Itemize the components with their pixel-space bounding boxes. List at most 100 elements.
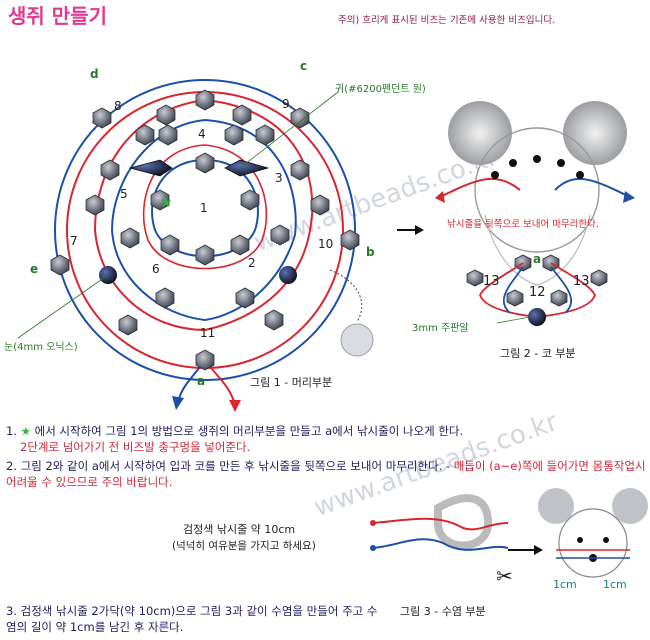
step-warning: 매듭이 (a~e)쪽에 들어가면 몸통작업시 어려울 수 있으므로 주의 바랍니… [6,459,646,489]
bead [120,227,140,249]
ear [538,488,574,524]
point-label: a [197,374,205,388]
eye-onyx [279,266,297,284]
bead [264,309,284,331]
bead-loop [434,494,493,550]
ear-pendant [224,159,270,177]
point-label: b [366,245,375,259]
nose-label: 3mm 주판알 [412,322,469,334]
segment-label: 9 [282,97,290,111]
nose-bead [528,308,546,326]
bead [195,89,215,111]
thread-blue [554,177,631,198]
nose-callout-line [496,316,531,324]
thread-label: 검정색 낚시줄 약 10cm [183,523,296,536]
head-outline [474,127,600,253]
segment-label: 12 [529,285,546,300]
ear-pendant [563,101,627,165]
figure-1-diagram: ★ 1 2 3 4 5 6 7 8 9 10 11 a b c d e 귀(#6… [4,59,426,412]
bead [235,287,255,309]
measure-label: 1cm [553,578,577,591]
segment-label: 7 [70,234,78,248]
point-label: d [90,67,99,81]
ear-callout-line [239,91,339,169]
bead [156,104,176,126]
arrow-blue [623,191,635,203]
head-outline [558,508,628,578]
segment-label: 3 [275,171,283,185]
bead [340,229,360,251]
bead [240,189,260,211]
bead [290,159,310,181]
segment-label: 2 [248,256,256,270]
segment-label: 8 [114,99,122,113]
bead [255,124,275,146]
bead [100,159,120,181]
next-arrow [397,225,424,235]
step-3: 3. 검정색 낚시줄 2가닥(약 10cm)으로 그림 3과 같이 수염을 만들… [6,603,386,635]
start-star-icon: ★ [160,195,173,211]
segment-label: 13 [573,274,590,289]
segment-label: 11 [200,326,215,340]
segment-label: 10 [318,237,333,251]
bead [195,349,215,371]
eye-label: 눈(4mm 오닉스) [4,341,78,353]
bead [230,234,250,256]
bead [150,189,170,211]
step-number: 2. [6,459,17,473]
bead [155,287,175,309]
outer-thread-blue [54,79,356,381]
bead [290,107,310,129]
eye-callout-line [17,274,109,339]
figure-3-caption: 그림 3 - 수염 부분 [400,605,486,618]
thread-red [372,517,509,531]
bead [195,244,215,266]
bead-ring [50,89,360,371]
scissors-icon: ✂ [496,564,513,588]
start-star-icon: ★ [20,424,31,438]
step-1: 1. ★ 에서 시작하여 그림 1의 방법으로 생쥐의 머리부분을 만들고 a에… [6,423,646,455]
point-label: a [533,252,541,266]
segment-label: 5 [120,187,128,201]
thread-red [439,177,521,198]
point-label: c [300,59,307,73]
figure-1-caption: 그림 1 - 머리부분 [250,376,333,389]
segment-label: 6 [152,262,160,276]
bead-cluster [340,323,374,357]
nose-outline [484,214,591,286]
bead [118,314,138,336]
bead [160,234,180,256]
bead [310,194,330,216]
bead [195,152,215,174]
bead [50,254,70,276]
thread-blue [372,538,509,551]
step-text: 에서 시작하여 그림 1의 방법으로 생쥐의 머리부분을 만들고 a에서 낚시줄… [34,424,464,438]
step-subtext: 2단계로 넘어가기 전 비즈발 충구멍을 넣어준다. [20,440,251,454]
bead [270,224,290,246]
ear-pendant [128,159,173,177]
ear-pendant [448,101,512,165]
figure-2-caption: 그림 2 - 코 부분 [500,347,576,360]
figure-3-diagram: ✂ 1cm 1cm [370,488,648,591]
segment-label: 4 [198,127,206,141]
center-thread-red [142,144,268,270]
arrow-red [229,400,241,412]
ear [612,488,648,524]
figure-2-diagram: 낚시줄을 뒷쪽으로 보내어 마무리한다. a 12 13 13 3mm 주판알 [412,101,635,334]
bead [158,124,178,146]
bead [224,124,244,146]
step-2: 2. 그림 2와 같이 a에서 시작하여 입과 코를 만든 후 낚시줄을 뒷쪽으… [6,458,646,490]
note-text: 주의) 흐리게 표시된 비즈는 기존에 사용한 비즈입니다. [338,15,556,26]
arrow-red [435,191,445,203]
bead [92,107,112,129]
dotted-pointer [329,269,363,323]
segment-label: 13 [483,274,500,289]
step-text: 검정색 낚시줄 2가닥(약 10cm)으로 그림 3과 같이 수염을 만들어 주… [6,604,378,634]
arrow-blue [172,396,184,410]
measure-label: 1cm [603,578,627,591]
point-label: e [30,262,38,276]
segment-label: 1 [200,201,208,215]
thread-note: (넉넉히 여유분을 가지고 하세요) [172,540,316,552]
inner-thread-blue [110,119,297,322]
step-text: 그림 2와 같이 a에서 시작하여 입과 코를 만든 후 낚시줄을 뒷쪽으로 보… [20,459,451,473]
